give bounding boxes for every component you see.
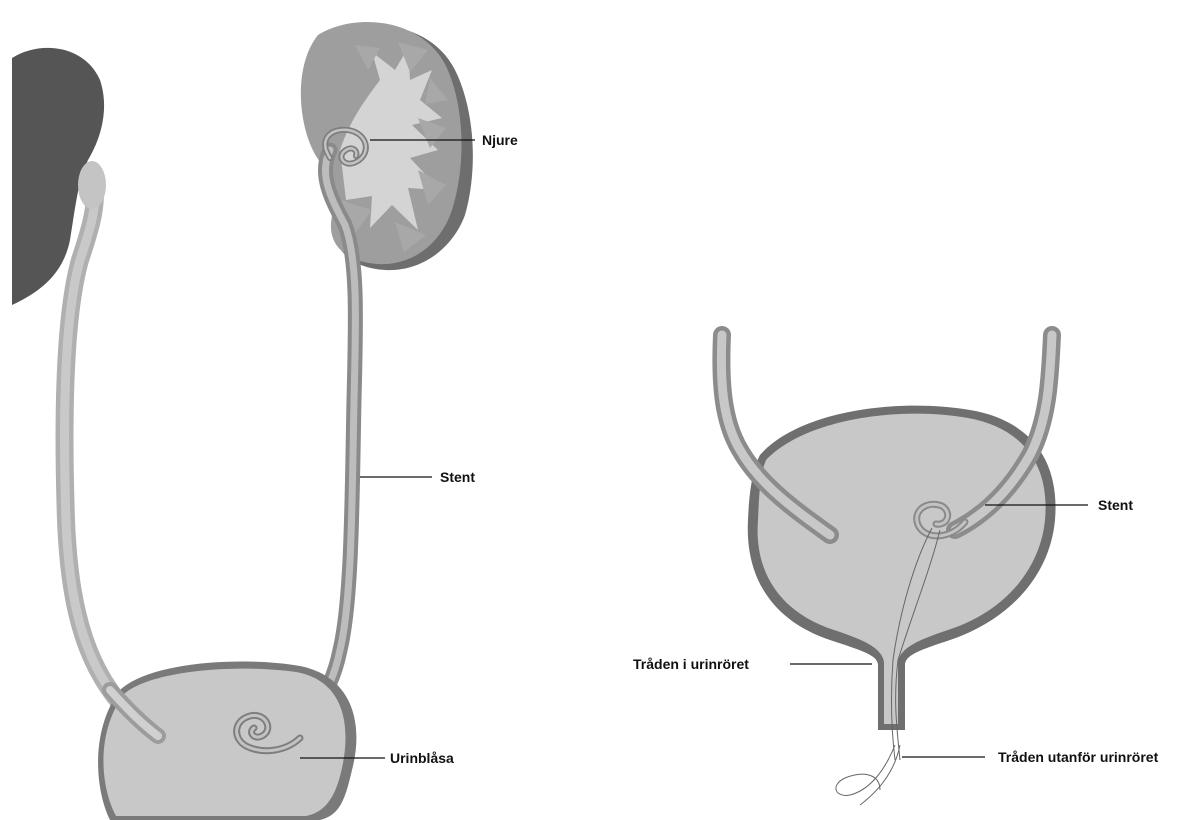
traden-utanfor-label: Tråden utanför urinröret <box>998 749 1159 765</box>
bladder-body <box>103 669 345 816</box>
right-figure: Stent Tråden i urinröret Tråden utanför … <box>633 335 1159 805</box>
left-ureter-highlight <box>65 175 158 738</box>
urinblasa-label: Urinblåsa <box>390 750 454 766</box>
left-figure: Njure Stent Urinblåsa <box>12 22 518 820</box>
thread-outside <box>836 745 895 795</box>
left-ureter-top <box>78 161 106 209</box>
stent-right-label: Stent <box>1098 497 1133 513</box>
stent-left-label: Stent <box>440 469 475 485</box>
traden-i-urinroret-label: Tråden i urinröret <box>633 656 749 672</box>
left-bladder <box>98 661 356 820</box>
njure-label: Njure <box>482 132 518 148</box>
